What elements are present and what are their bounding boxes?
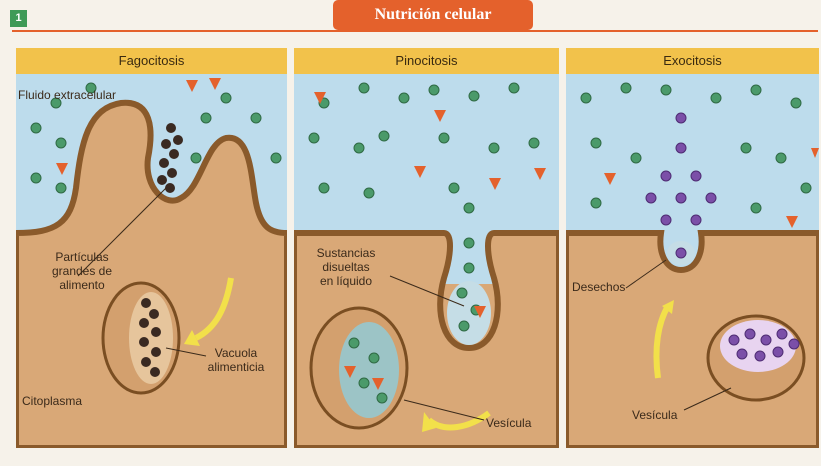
panel-title: Fagocitosis bbox=[16, 48, 287, 74]
vesicle-interior bbox=[720, 320, 796, 372]
green-particles bbox=[581, 83, 811, 213]
vesicle-label: Vesícula bbox=[486, 416, 531, 430]
particles-label: Partículas grandes de alimento bbox=[34, 250, 130, 292]
panel-title: Exocitosis bbox=[566, 48, 819, 74]
waste-label: Desechos bbox=[572, 280, 625, 294]
exocitosis-illustration bbox=[566, 48, 819, 448]
section-badge: 1 bbox=[10, 10, 27, 27]
panel-fagocitosis: Fagocitosis Fluido extracelular Partícul… bbox=[16, 48, 287, 448]
panel-pinocitosis: Pinocitosis Sustancias disueltas en líqu… bbox=[294, 48, 559, 448]
substances-label: Sustancias disueltas en líquido bbox=[304, 246, 388, 288]
panel-title: Pinocitosis bbox=[294, 48, 559, 74]
fagocitosis-illustration bbox=[16, 48, 287, 448]
fluid-label: Fluido extracelular bbox=[18, 88, 116, 102]
food-particles bbox=[157, 123, 183, 193]
panel-exocitosis: Exocitosis Desechos Vesícula bbox=[566, 48, 819, 448]
cytoplasm-label: Citoplasma bbox=[22, 394, 82, 408]
invagination-fluid bbox=[447, 281, 491, 345]
main-title-banner: Nutrición celular bbox=[333, 0, 533, 30]
vacuole-label: Vacuola alimenticia bbox=[196, 346, 276, 374]
vesicle-label: Vesícula bbox=[632, 408, 677, 422]
